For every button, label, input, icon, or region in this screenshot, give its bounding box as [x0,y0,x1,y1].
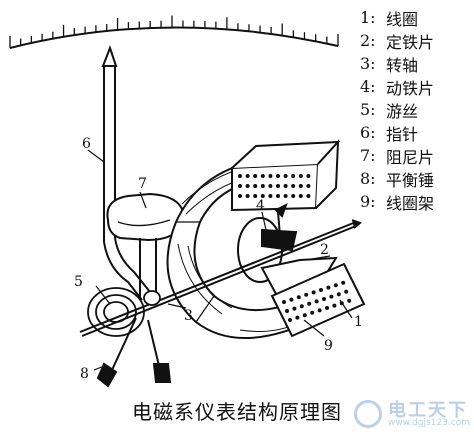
leader-lines [87,149,353,371]
callout-1: 1 [354,314,363,330]
legend-number: 9: [360,192,376,211]
legend-text: 阻尼片 [386,147,435,167]
legend-text: 指针 [386,124,419,144]
callout-3: 3 [184,308,193,324]
watermark-logo-icon [354,400,382,428]
watermark-url: www.dgjs123.com [388,418,470,428]
legend-text: 线圈 [386,9,419,29]
dial-scale [9,15,339,49]
callout-2: 2 [320,242,329,258]
watermark-text: 电工天下 [388,400,468,421]
legend-number: 8: [360,169,376,188]
legend-item: 2: 定铁片 [360,29,472,52]
legend-item: 5: 游丝 [360,98,472,121]
pointer [101,45,151,301]
legend-text: 线圈架 [386,193,435,213]
callout-7: 7 [138,176,147,192]
figure-caption: 电磁系仪表结构原理图 [132,400,342,424]
legend-number: 6: [360,123,376,142]
spindle [79,219,362,337]
legend: 1: 线圈 2: 定铁片 3: 转轴 4: 动铁片 5: 游丝 6: 指针 7: 阻尼片 8: 平衡锤 9: 线圈… [360,6,472,213]
legend-text: 定铁片 [386,32,435,52]
legend-number: 1: [360,8,376,27]
legend-number: 2: [360,31,376,50]
legend-number: 4: [360,77,376,96]
legend-number: 5: [360,100,376,119]
legend-item: 6: 指针 [360,121,472,144]
legend-number: 7: [360,146,376,165]
legend-text: 游丝 [386,101,419,121]
coil-frame-top [231,139,341,212]
hairspring [87,287,161,337]
watermark: 电工天下 www.dgjs123.com [350,396,470,432]
legend-item: 4: 动铁片 [360,75,472,98]
legend-text: 平衡锤 [386,170,435,190]
legend-item: 8: 平衡锤 [360,167,472,190]
legend-item: 3: 转轴 [360,52,472,75]
callout-4: 4 [256,198,265,214]
coil-frame-bottom [270,262,366,338]
damping-vane [106,192,186,300]
legend-number: 3: [360,54,376,73]
callout-9: 9 [324,338,333,354]
legend-text: 转轴 [386,55,419,75]
balance-weights [96,317,172,388]
callout-6: 6 [82,136,91,152]
legend-item: 9: 线圈架 [360,190,472,213]
legend-text: 动铁片 [386,78,435,98]
callout-5: 5 [74,274,83,290]
legend-item: 1: 线圈 [360,6,472,29]
legend-item: 7: 阻尼片 [360,144,472,167]
callout-8: 8 [80,366,89,382]
